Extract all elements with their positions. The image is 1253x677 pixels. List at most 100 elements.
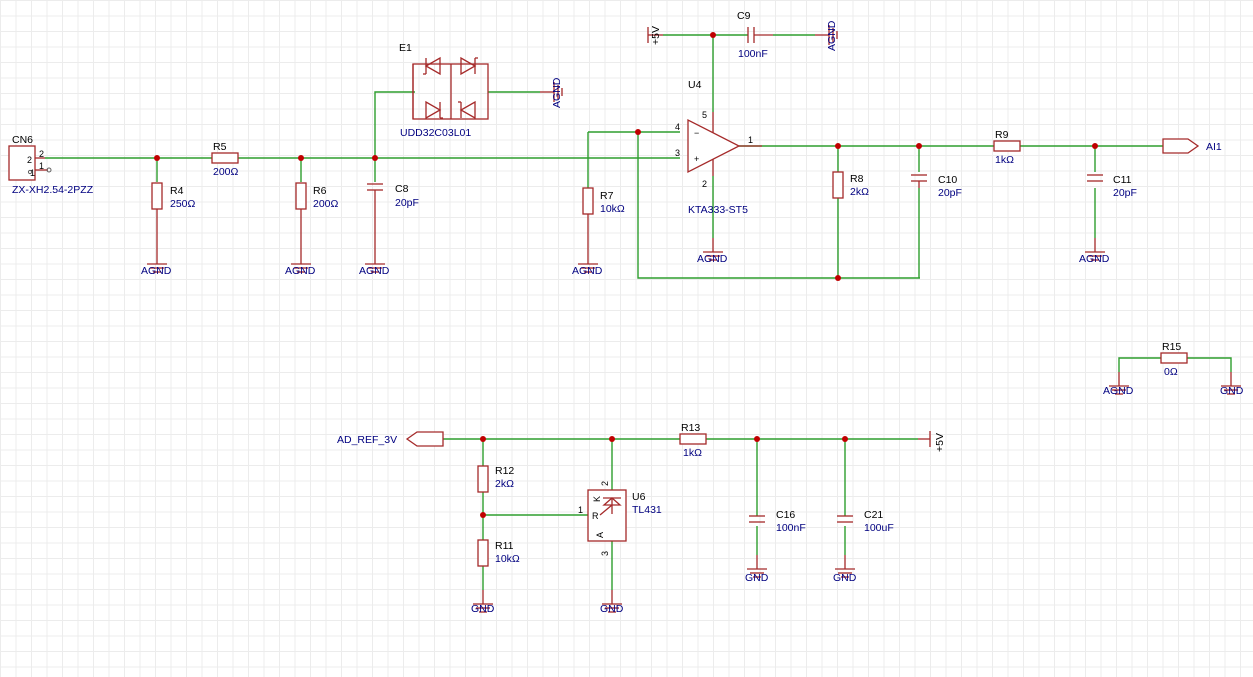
gnd-u6: GND <box>600 603 624 615</box>
u4-plus: + <box>694 154 699 164</box>
gnd-r15: GND <box>1220 385 1244 397</box>
c16-value: 100nF <box>776 522 806 534</box>
resistor-r7[interactable]: R7 10kΩ <box>577 187 625 273</box>
agnd-e1: AGND <box>551 77 563 108</box>
r4-designator: R4 <box>170 185 184 197</box>
u4-pin5: 5 <box>702 110 707 120</box>
resistor-r13[interactable]: R13 1kΩ <box>679 422 707 459</box>
cn6-pin2-label: 2 <box>39 149 44 159</box>
capacitor-c9[interactable]: C9 100nF <box>737 10 838 60</box>
u6-value: TL431 <box>632 504 662 516</box>
r6-value: 200Ω <box>313 198 339 210</box>
agnd-r7: AGND <box>572 265 603 277</box>
shunt-reference-u6[interactable]: R K A 1 2 3 U6 TL431 GND <box>578 481 662 615</box>
c21-designator: C21 <box>864 509 883 521</box>
opamp-u4[interactable]: − + 4 3 5 2 1 U4 KTA333-ST5 <box>675 79 762 261</box>
u4-pin4: 4 <box>675 122 680 132</box>
capacitor-c8[interactable]: C8 20pF <box>364 183 419 273</box>
e1-value: UDD32C03L01 <box>400 127 471 139</box>
resistor-r12[interactable]: R12 2kΩ <box>477 465 514 493</box>
r9-value: 1kΩ <box>995 154 1014 166</box>
c9-designator: C9 <box>737 10 751 22</box>
r12-designator: R12 <box>495 465 514 477</box>
c11-designator: C11 <box>1113 174 1132 186</box>
c9-value: 100nF <box>738 48 768 60</box>
r4-value: 250Ω <box>170 198 196 210</box>
junctions <box>154 32 1098 518</box>
e1-designator: E1 <box>399 42 412 54</box>
u4-designator: U4 <box>688 79 702 91</box>
c16-designator: C16 <box>776 509 795 521</box>
cn6-designator: CN6 <box>12 134 33 146</box>
power-5v-bottom[interactable]: +5V <box>918 431 946 452</box>
resistor-r15[interactable]: R15 0Ω AGND GND <box>1103 341 1244 397</box>
c21-value: 100uF <box>864 522 894 534</box>
r9-designator: R9 <box>995 129 1009 141</box>
r12-value: 2kΩ <box>495 478 514 490</box>
net-port-ad-ref[interactable]: AD_REF_3V <box>337 431 444 447</box>
net-5v-bottom: +5V <box>934 433 946 452</box>
resistor-r5[interactable]: R5 200Ω <box>211 141 239 178</box>
u4-pin3: 3 <box>675 148 680 158</box>
u6-r-label: R <box>592 511 599 521</box>
net-port-ai1[interactable]: AI1 <box>1162 138 1222 154</box>
wires-top <box>45 34 1232 372</box>
u4-pin2: 2 <box>702 179 707 189</box>
agnd-c11: AGND <box>1079 253 1110 265</box>
r8-value: 2kΩ <box>850 186 869 198</box>
ai1-label: AI1 <box>1206 141 1222 153</box>
resistor-r4[interactable]: R4 250Ω <box>146 182 196 273</box>
resistor-r11[interactable]: R11 10kΩ GND <box>471 539 520 615</box>
r7-designator: R7 <box>600 190 614 202</box>
c10-value: 20pF <box>938 187 962 199</box>
capacitor-c16[interactable]: C16 100nF GND <box>745 509 806 584</box>
resistor-r6[interactable]: R6 200Ω <box>290 182 339 273</box>
tvs-array-e1[interactable]: E1 UDD32C03L01 <box>399 42 563 139</box>
ad-ref-label: AD_REF_3V <box>337 434 397 446</box>
agnd-c8: AGND <box>359 265 390 277</box>
r11-value: 10kΩ <box>495 553 520 565</box>
u6-pin3: 3 <box>600 551 610 556</box>
r13-value: 1kΩ <box>683 447 702 459</box>
c8-designator: C8 <box>395 183 409 195</box>
c11-value: 20pF <box>1113 187 1137 199</box>
c10-designator: C10 <box>938 174 957 186</box>
r6-designator: R6 <box>313 185 327 197</box>
cn6-pin2-inner: 2 <box>27 155 32 165</box>
cn6-pin1-label: 1 <box>39 161 44 171</box>
capacitor-c21[interactable]: C21 100uF GND <box>833 509 894 584</box>
capacitor-c10[interactable]: C10 20pF <box>911 174 962 199</box>
r11-designator: R11 <box>495 540 514 552</box>
u4-pin1: 1 <box>748 135 753 145</box>
agnd-c9: AGND <box>826 20 838 51</box>
agnd-r15: AGND <box>1103 385 1134 397</box>
u4-value: KTA333-ST5 <box>688 204 748 216</box>
capacitor-c11[interactable]: C11 20pF <box>1084 174 1137 261</box>
agnd-u4: AGND <box>697 253 728 265</box>
power-5v-top[interactable]: +5V <box>647 26 663 45</box>
cn6-pin1-inner: 1 <box>30 168 35 178</box>
c8-value: 20pF <box>395 197 419 209</box>
r15-designator: R15 <box>1162 341 1181 353</box>
u6-pin2: 2 <box>600 481 610 486</box>
resistor-r8[interactable]: R8 2kΩ <box>832 171 869 199</box>
cn6-value: ZX-XH2.54-2PZZ <box>12 184 94 196</box>
r8-designator: R8 <box>850 173 864 185</box>
gnd-c16: GND <box>745 572 769 584</box>
gnd-c21: GND <box>833 572 857 584</box>
u4-minus: − <box>694 128 699 138</box>
u6-pin1: 1 <box>578 505 583 515</box>
u6-k-label: K <box>592 496 602 502</box>
u6-designator: U6 <box>632 491 646 503</box>
agnd-labels: AGND AGND AGND AGND AGND AGND AGND AGND <box>141 20 1110 277</box>
r5-value: 200Ω <box>213 166 239 178</box>
agnd-r4: AGND <box>141 265 172 277</box>
resistor-r9[interactable]: R9 1kΩ <box>993 129 1021 166</box>
wires-reference <box>443 438 918 590</box>
connector-cn6[interactable]: 2 1 2 1 CN6 ZX-XH2.54-2PZZ <box>8 134 94 196</box>
net-5v-top: +5V <box>650 26 662 45</box>
agnd-r6: AGND <box>285 265 316 277</box>
r15-value: 0Ω <box>1164 366 1178 378</box>
